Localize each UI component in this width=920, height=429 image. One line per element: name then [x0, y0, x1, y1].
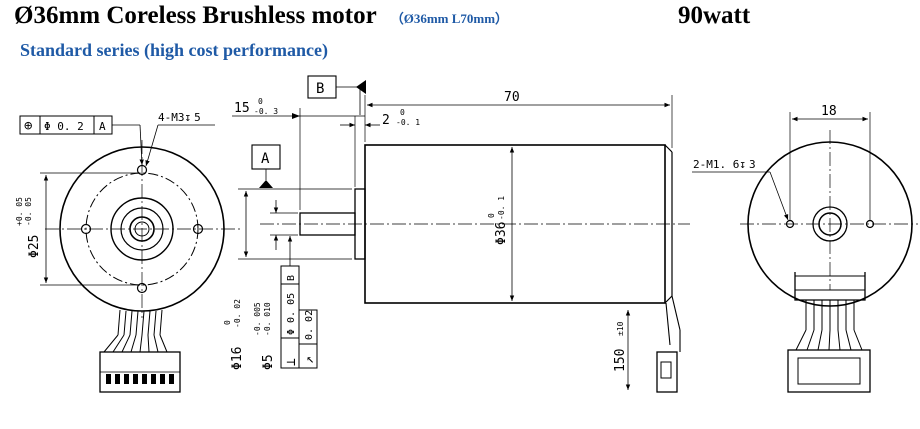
shaft-length-tol-upper: 0 — [258, 97, 263, 106]
perpendicularity-frame: B Φ 0. 05 ⊥ — [280, 265, 300, 369]
side-connector — [656, 351, 678, 393]
pitch-tol-upper: +0. 05 — [15, 197, 24, 226]
front-view: Φ25 +0. 05 -0. 05 ⊕ Φ 0. 2 A 4-M3↧5 — [15, 111, 240, 393]
position-tolerance-frame: ⊕ Φ 0. 2 A — [19, 115, 113, 135]
boss-length-tol-lower: -0. 1 — [396, 118, 420, 127]
perp-datum: B — [286, 275, 297, 281]
shaft-length-label: 15 — [234, 101, 250, 116]
front-lead-wires — [103, 309, 168, 353]
shaft-tol-upper: -0. 005 — [253, 302, 262, 336]
rear-thread-leader — [769, 171, 789, 221]
page-title: Ø36mm Coreless Brushless motor — [14, 2, 377, 29]
dim-15-arrow — [292, 113, 300, 119]
pitch-diameter-label: Φ25 — [27, 235, 42, 258]
body-chamfer-top — [664, 144, 673, 153]
shaft-tol-lower: -0. 010 — [263, 302, 272, 336]
runout-symbol: ↗ — [302, 356, 317, 364]
datum-a-triangle — [259, 180, 273, 188]
rear-cable-clamp — [794, 275, 866, 291]
body-chamfer-bottom — [664, 295, 673, 304]
position-tolerance-value: Φ 0. 2 — [44, 120, 84, 133]
total-length-label: 70 — [504, 90, 520, 105]
shaft-diameter-label: Φ5 — [261, 354, 276, 370]
datum-b-triangle — [356, 80, 366, 94]
title-line: Ø36mm Coreless Brushless motor （Ø36mm L70… — [14, 2, 508, 30]
position-symbol: ⊕ — [24, 118, 33, 134]
lead-wire-b — [665, 302, 671, 346]
boss-length-tol-upper: 0 — [400, 108, 405, 117]
tolerance-leader — [139, 124, 144, 166]
side-view: 70 15 0 -0. 3 2 0 -0. 1 B A — [223, 75, 690, 393]
position-datum: A — [99, 120, 106, 133]
lead-wire-a — [671, 295, 681, 331]
datum-b-label: B — [316, 81, 324, 97]
rear-view: 18 2-M1. 6↧3 — [692, 104, 918, 393]
power-rating: 90watt — [678, 2, 751, 29]
shaft-length-tol-lower: -0. 3 — [254, 107, 278, 116]
front-connector — [99, 351, 181, 393]
perp-symbol: ⊥ — [284, 358, 299, 366]
pitch-tol-lower: -0. 05 — [24, 197, 33, 226]
lead-length-label: 150 — [613, 349, 628, 372]
series-subtitle: Standard series (high cost performance) — [20, 40, 328, 60]
thread-leader — [145, 124, 159, 167]
size-spec: （Ø36mm L70mm） — [390, 11, 509, 26]
runout-value: 0. 02 — [304, 310, 315, 340]
boss-length-label: 2 — [382, 113, 390, 128]
rear-hole-spacing: 18 — [821, 104, 837, 119]
body-tol-upper: 0 — [487, 213, 496, 218]
boss-tol-upper: 0 — [223, 320, 232, 325]
side-connector-latch — [660, 361, 672, 379]
boss-tol-lower: -0. 02 — [233, 299, 242, 328]
runout-frame: 0. 02 ↗ — [298, 309, 318, 369]
body-tol-lower: -0. 1 — [497, 196, 506, 220]
rear-connector — [787, 349, 871, 393]
rear-thread-note: 2-M1. 6↧3 — [693, 158, 756, 171]
boss-diameter-label: Φ16 — [230, 347, 245, 370]
body-diameter-label: Φ36 — [494, 222, 509, 245]
rear-lead-wires — [795, 300, 863, 351]
perp-value: Φ 0. 05 — [286, 293, 297, 335]
datum-a-label: A — [261, 151, 270, 167]
front-thread-note: 4-M3↧5 — [158, 111, 201, 124]
lead-length-tol: ±10 — [616, 321, 625, 336]
